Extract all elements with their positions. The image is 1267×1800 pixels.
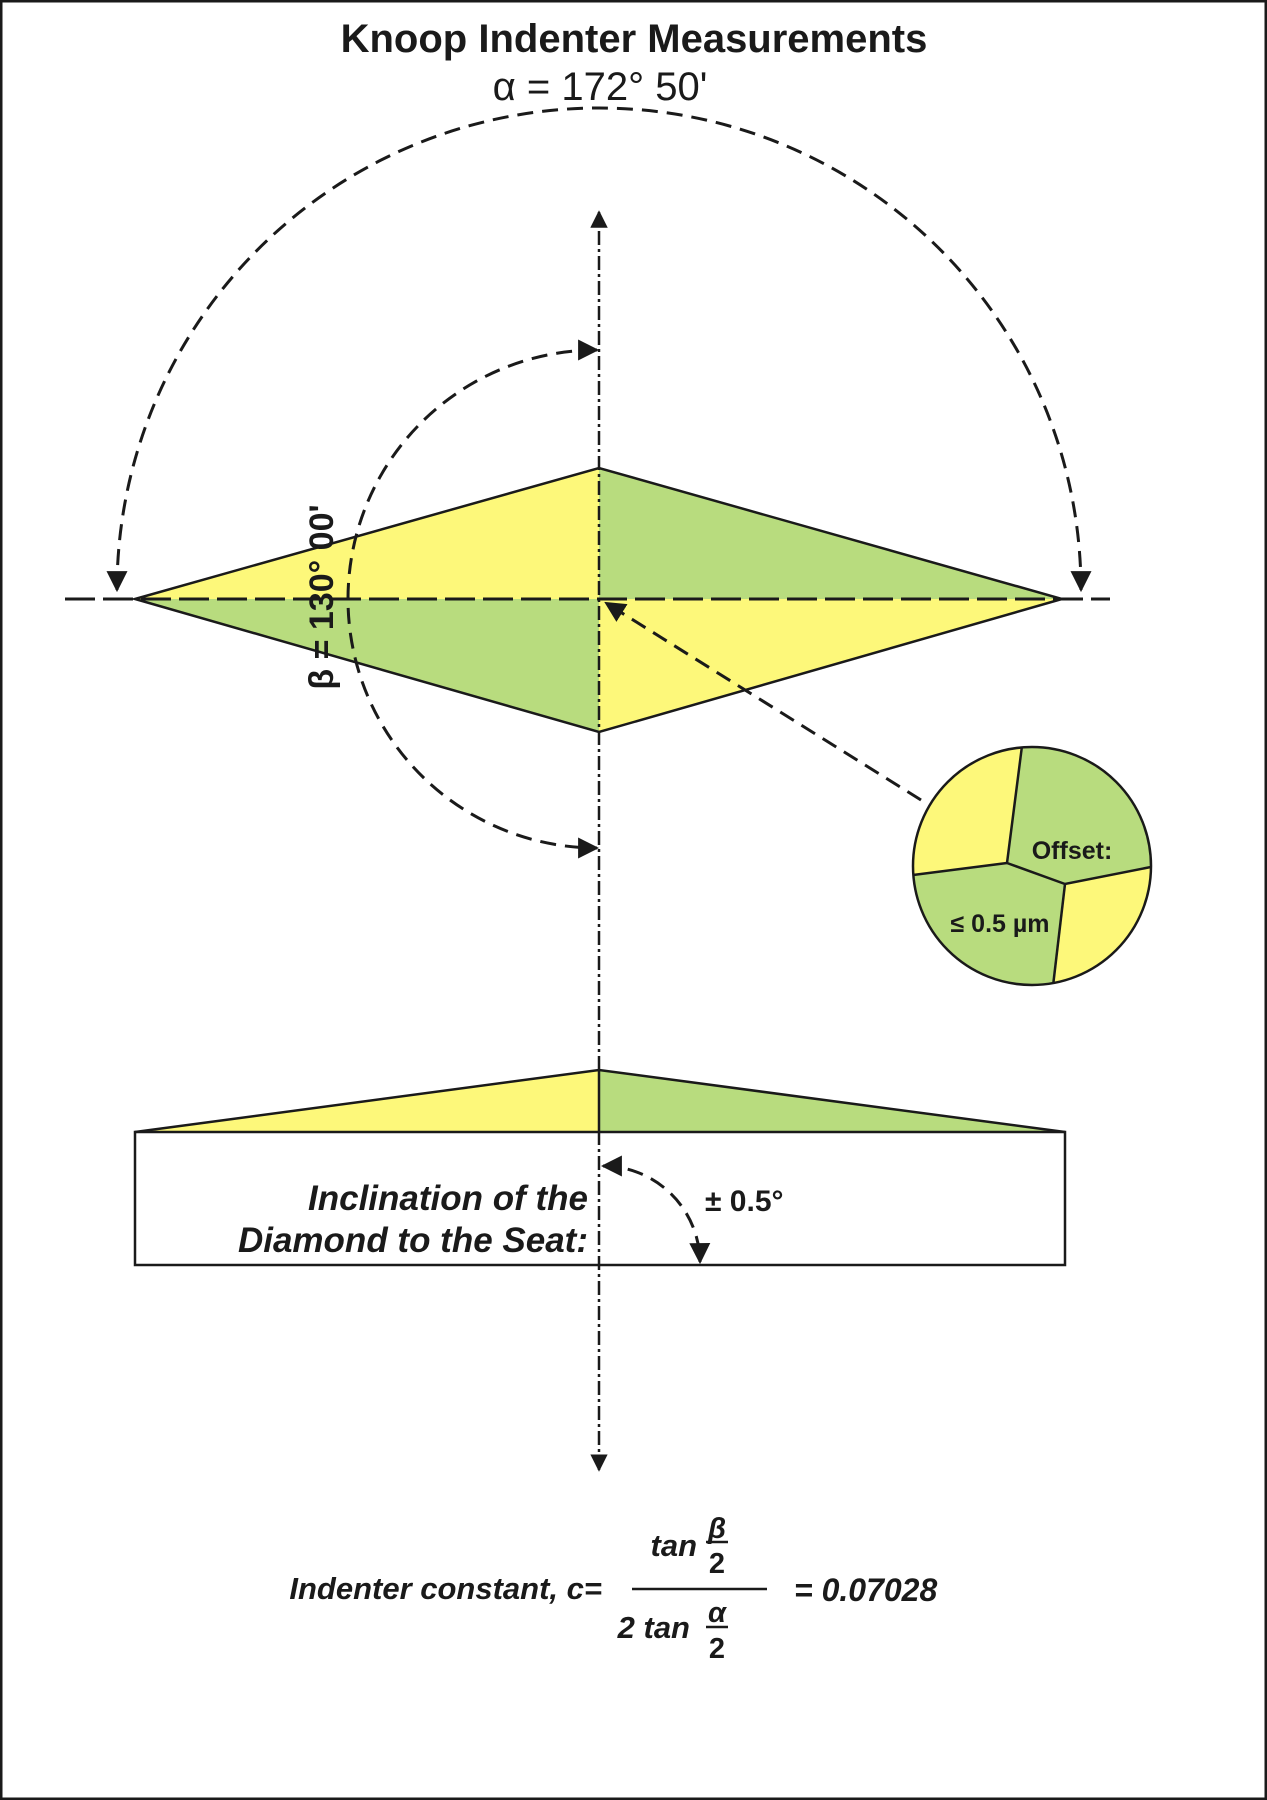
formula-den-two: 2 [709,1633,725,1665]
inclination-arc [600,1155,711,1265]
beta-label: β = 130° 00' [303,504,341,689]
formula-result: = 0.07028 [794,1572,937,1608]
offset-leader-line [604,601,922,802]
inclination-tolerance: ± 0.5° [705,1185,784,1218]
alpha-arc [106,106,1092,593]
alpha-label: α = 172° 50' [493,65,708,109]
offset-label: Offset: [1032,837,1113,865]
indenter-constant-formula: Indenter constant, c= tan β 2 2 tan α 2 … [289,1513,937,1665]
offset-detail-circle: Offset: ≤ 0.5 µm [911,745,1153,987]
indenter-top-view [130,466,1067,734]
inclination-line2: Diamond to the Seat: [238,1221,588,1260]
formula-num-beta: β [707,1513,726,1545]
offset-value: ≤ 0.5 µm [951,910,1050,938]
formula-num-tan: tan [651,1528,698,1563]
formula-num-two: 2 [709,1548,725,1580]
beta-arc [346,339,600,859]
inclination-line1: Inclination of the [308,1179,588,1218]
formula-den-alpha: α [708,1597,727,1629]
formula-den-prefix: 2 tan [617,1610,690,1645]
title: Knoop Indenter Measurements [341,17,928,61]
formula-lhs: Indenter constant, c= [289,1571,602,1606]
